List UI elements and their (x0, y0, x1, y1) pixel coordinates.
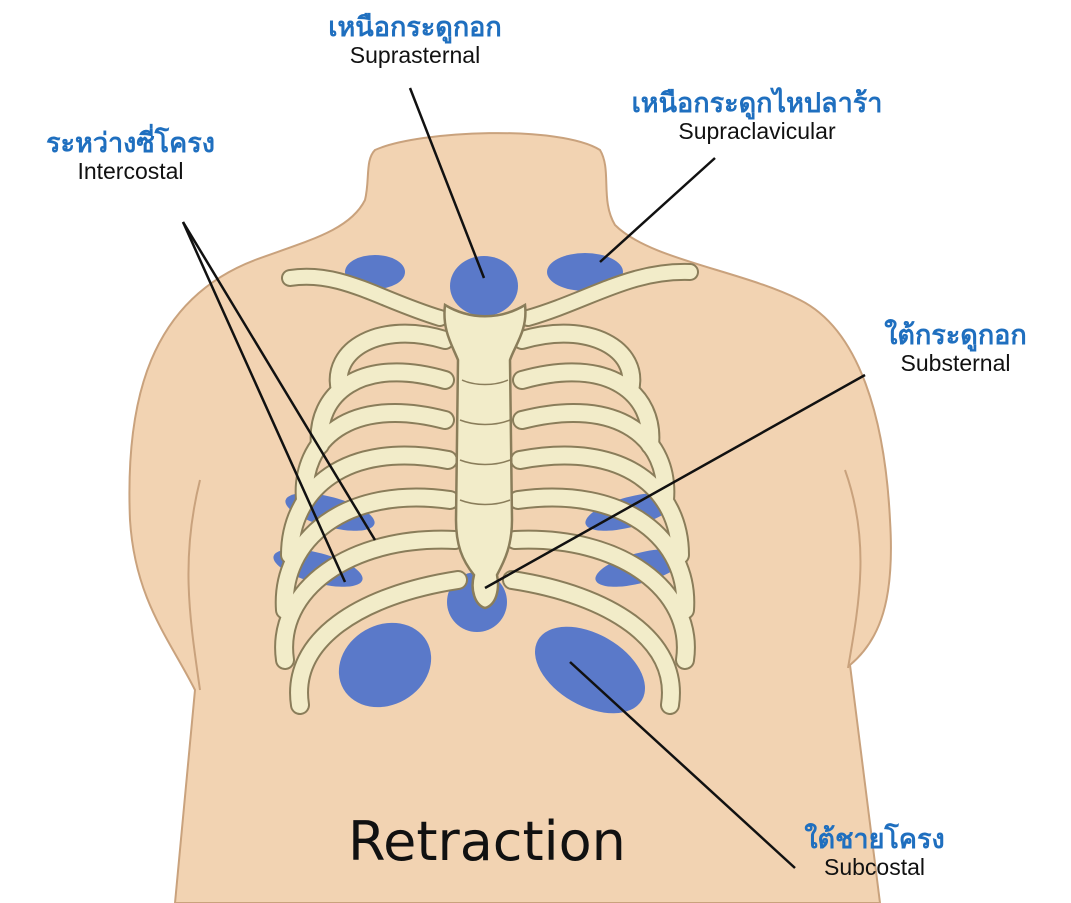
label-suprasternal: เหนือกระดูกอก Suprasternal (305, 14, 525, 67)
zone-suprasternal (450, 256, 518, 316)
label-substernal: ใต้กระดูกอก Substernal (858, 322, 1053, 375)
label-subcostal-th: ใต้ชายโครง (782, 826, 967, 853)
label-substernal-en: Substernal (858, 352, 1053, 375)
label-substernal-th: ใต้กระดูกอก (858, 322, 1053, 349)
label-intercostal-th: ระหว่างซี่โครง (18, 130, 243, 157)
label-suprasternal-th: เหนือกระดูกอก (305, 14, 525, 41)
label-supraclavicular: เหนือกระดูกไหปลาร้า Supraclavicular (592, 90, 922, 143)
label-subcostal: ใต้ชายโครง Subcostal (782, 826, 967, 879)
label-subcostal-en: Subcostal (782, 856, 967, 879)
label-intercostal-en: Intercostal (18, 160, 243, 183)
label-intercostal: ระหว่างซี่โครง Intercostal (18, 130, 243, 183)
diagram-title: Retraction (348, 815, 626, 869)
label-supraclavicular-en: Supraclavicular (592, 120, 922, 143)
label-supraclavicular-th: เหนือกระดูกไหปลาร้า (592, 90, 922, 117)
leader-supraclavicular (600, 158, 715, 262)
label-suprasternal-en: Suprasternal (305, 44, 525, 67)
